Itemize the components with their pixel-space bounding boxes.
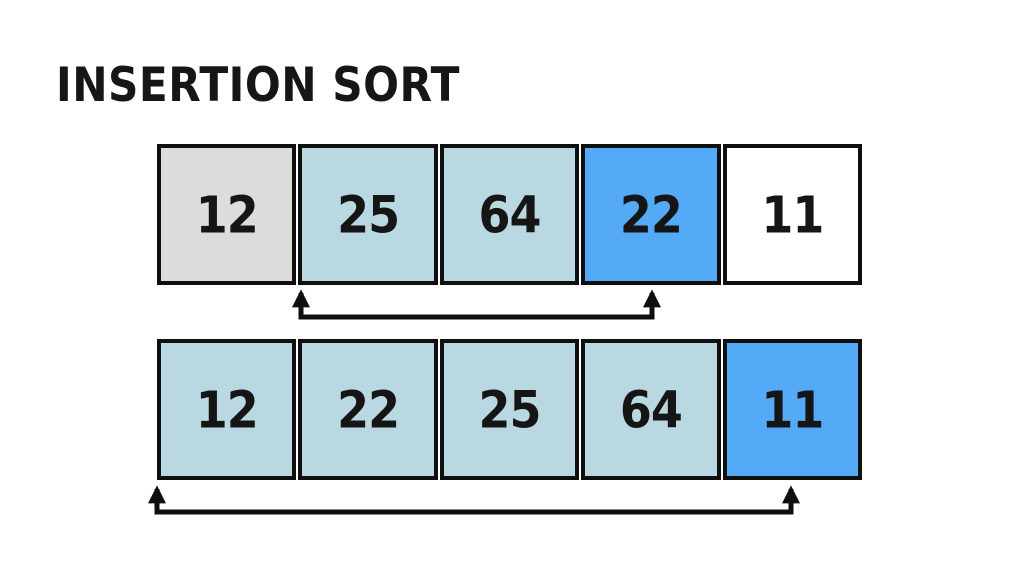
array-cell: 12: [157, 339, 297, 480]
array-row-step1: 12 25 64 22 11: [157, 144, 863, 285]
insert-arrow-step2: [148, 485, 800, 515]
cell-value: 11: [761, 379, 824, 440]
insert-arrow-step1: [292, 289, 661, 320]
cell-value: 12: [195, 184, 259, 245]
array-cell-highlighted: 11: [722, 339, 863, 480]
cell-value: 64: [619, 379, 683, 440]
cell-value: 25: [337, 184, 400, 245]
array-cell: 64: [581, 339, 721, 480]
page-title: INSERTION SORT: [56, 58, 460, 114]
array-cell: 25: [298, 144, 438, 285]
array-row-step2: 12 22 25 64 11: [157, 339, 863, 480]
array-cell: 11: [722, 144, 863, 285]
cell-value: 64: [478, 184, 542, 245]
array-cell: 64: [439, 144, 580, 285]
cell-value: 22: [619, 184, 683, 245]
array-cell-highlighted: 22: [581, 144, 721, 285]
array-cell: 25: [439, 339, 580, 480]
cell-value: 11: [761, 184, 824, 245]
cell-value: 25: [478, 379, 542, 440]
cell-value: 22: [337, 379, 400, 440]
array-cell: 12: [157, 144, 297, 285]
cell-value: 12: [195, 379, 259, 440]
array-cell: 22: [298, 339, 438, 480]
